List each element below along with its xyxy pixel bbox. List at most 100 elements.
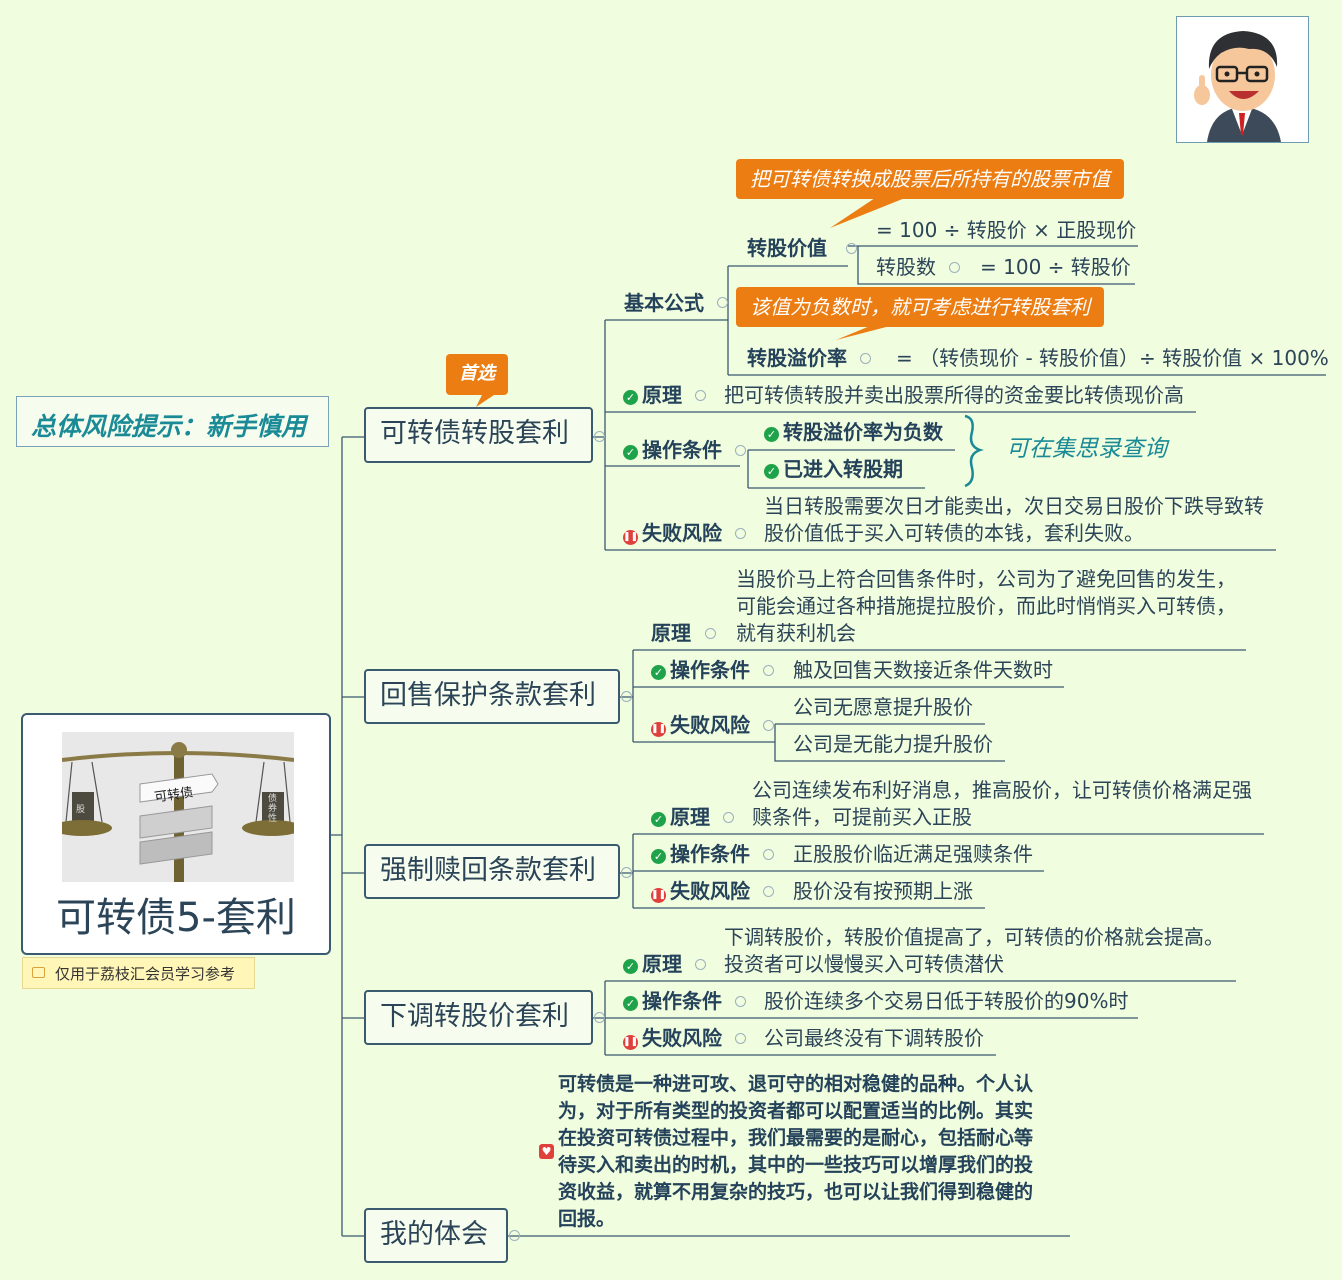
conv-value-callout-text: 把可转债转换成股票后所持有的股票市值 [750,167,1110,191]
collapse-toggle[interactable] [705,628,716,639]
check-icon: ✓ [764,464,779,479]
principle-item: ✓原理 [651,804,710,830]
formula-label: 基本公式 [624,291,704,315]
principle-text-2: 投资者可以慢慢买入可转债潜伏 [724,952,1004,976]
risk-note-text: 总体风险提示：新手慎用 [31,412,307,441]
root-title: 可转债5-套利 [56,895,296,941]
collapse-toggle[interactable] [695,959,706,970]
collapse-toggle[interactable] [763,665,774,676]
condition-text: 触及回售天数接近条件天数时 [793,658,1053,682]
collapse-toggle[interactable] [763,849,774,860]
condition-2: ✓已进入转股期 [764,456,903,482]
heart-icon: ♥ [539,1144,554,1159]
premium-formula: = （转债现价 - 转股价值）÷ 转股价值 × 100% [896,346,1329,370]
branch-putback-arbitrage[interactable]: 回售保护条款套利 [364,669,620,724]
branch-4-title: 下调转股价套利 [380,1001,569,1032]
collapse-toggle[interactable] [621,867,632,878]
principle-text-2: 赎条件，可提前买入正股 [752,805,972,829]
condition-text: 股价连续多个交易日低于转股价的90%时 [764,989,1129,1013]
avatar [1176,16,1309,143]
collapse-toggle[interactable] [717,297,728,308]
condition-item: ✓操作条件 [623,988,722,1014]
collapse-toggle[interactable] [846,243,857,254]
check-icon: ✓ [623,445,638,460]
branch-3-title: 强制赎回条款套利 [380,855,596,886]
risk-item: ❚❚失败风险 [651,879,750,903]
branch-5-title: 我的体会 [380,1219,488,1250]
principle-text-3: 就有获利机会 [736,621,856,645]
principle-text-1: 公司连续发布利好消息，推高股价，让可转债价格满足强 [752,778,1252,802]
premium-label: 转股溢价率 [747,346,847,370]
collapse-toggle[interactable] [723,812,734,823]
principle-text-2: 可能会通过各种措施提拉股价，而此时悄悄买入可转债， [736,594,1236,618]
check-icon: ✓ [623,959,638,974]
condition-item: ✓操作条件 [651,657,750,683]
condition-item: ✓操作条件 [623,437,722,463]
risk-text-2: 公司是无能力提升股价 [793,732,993,756]
condition-1: ✓转股溢价率为负数 [764,419,943,445]
collapse-toggle[interactable] [735,528,746,539]
collapse-toggle[interactable] [621,691,632,702]
collapse-toggle[interactable] [594,431,605,442]
pause-icon: ❚❚ [651,722,666,737]
collapse-toggle[interactable] [949,262,960,273]
principle-text: 把可转债转股并卖出股票所得的资金要比转债现价高 [724,383,1184,407]
risk-item: ❚❚失败风险 [623,521,722,545]
branch-2-title: 回售保护条款套利 [380,680,596,711]
principle-text-1: 当股价马上符合回售条件时，公司为了避免回售的发生， [736,567,1236,591]
branch-1-title: 可转债转股套利 [380,418,569,449]
shares-label: 转股数 [876,255,936,279]
premium-callout: 该值为负数时，就可考虑进行转股套利 [736,287,1104,327]
check-icon: ✓ [651,849,666,864]
principle-item: 原理 [651,621,691,645]
check-icon: ✓ [764,427,779,442]
preferred-tag-text: 首选 [459,363,495,384]
collapse-toggle[interactable] [735,445,746,456]
premium-callout-text: 该值为负数时，就可考虑进行转股套利 [750,295,1090,319]
preferred-tag: 首选 [446,354,508,395]
conv-value-label: 转股价值 [747,236,827,260]
collapse-toggle[interactable] [735,996,746,1007]
pause-icon: ❚❚ [651,888,666,903]
collapse-toggle[interactable] [509,1230,520,1241]
risk-item: ❚❚失败风险 [651,713,750,737]
note-icon [32,967,45,978]
check-icon: ✓ [623,390,638,405]
collapse-toggle[interactable] [594,1012,605,1023]
footer-note-text: 仅用于荔枝汇会员学习参考 [55,965,236,983]
conv-value-callout: 把可转债转换成股票后所持有的股票市值 [736,159,1124,199]
condition-note: 可在集思录查询 [1006,436,1167,462]
check-icon: ✓ [651,665,666,680]
risk-text-2: 股价值低于买入可转债的本钱，套利失败。 [764,521,1144,545]
check-icon: ✓ [623,996,638,1011]
principle-item: ✓原理 [623,951,682,977]
root-image: 可转债 股 债券性 [62,732,294,882]
pause-icon: ❚❚ [623,1035,638,1050]
pause-icon: ❚❚ [623,530,638,545]
root-topic[interactable]: 可转债 股 债券性 可转债5-套利 [21,713,331,955]
collapse-toggle[interactable] [735,1033,746,1044]
branch-price-cut-arbitrage[interactable]: 下调转股价套利 [364,990,593,1045]
collapse-toggle[interactable] [763,886,774,897]
principle-text-1: 下调转股价，转股价值提高了，可转债的价格就会提高。 [724,925,1224,949]
collapse-toggle[interactable] [860,353,871,364]
risk-item: ❚❚失败风险 [623,1026,722,1050]
risk-text: 股价没有按预期上涨 [793,879,973,903]
branch-convertible-arbitrage[interactable]: 可转债转股套利 [364,407,593,463]
left-weight-label: 股 [76,805,86,815]
condition-text: 正股股价临近满足强赎条件 [793,842,1033,866]
shares-formula: = 100 ÷ 转股价 [980,255,1131,279]
right-weight-label: 债券性 [268,794,278,824]
collapse-toggle[interactable] [695,390,706,401]
check-icon: ✓ [651,812,666,827]
branch-redemption-arbitrage[interactable]: 强制赎回条款套利 [364,844,620,899]
thoughts-text: 可转债是一种进可攻、退可守的相对稳健的品种。个人认 为，对于所有类型的投资者都可… [558,1073,1034,1230]
risk-text-1: 公司无愿意提升股价 [793,695,973,719]
conv-value-formula: = 100 ÷ 转股价 × 正股现价 [876,218,1137,242]
collapse-toggle[interactable] [763,720,774,731]
branch-my-thoughts[interactable]: 我的体会 [364,1208,508,1263]
risk-text-1: 当日转股需要次日才能卖出，次日交易日股价下跌导致转 [764,494,1264,518]
condition-item: ✓操作条件 [651,841,750,867]
risk-note: 总体风险提示：新手慎用 [16,396,329,447]
risk-text: 公司最终没有下调转股价 [764,1026,984,1050]
